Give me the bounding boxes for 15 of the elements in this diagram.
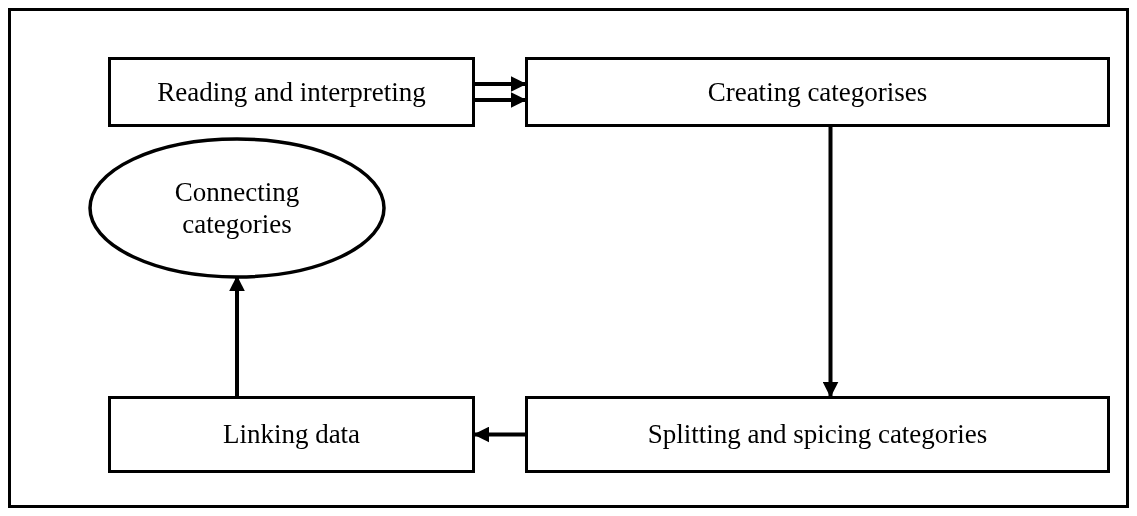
node-label: Linking data <box>222 418 361 451</box>
node-label: Reading and interpreting <box>157 75 426 109</box>
node-label: Creating categorises <box>707 75 928 109</box>
arrow <box>822 127 839 398</box>
process-box <box>108 57 475 127</box>
node-label: Splitting and spicing categories <box>647 418 988 451</box>
process-box <box>525 396 1110 473</box>
arrow <box>475 76 527 92</box>
ellipse-node <box>88 137 386 279</box>
process-box <box>525 57 1110 127</box>
arrow <box>229 275 245 396</box>
process-box <box>108 396 475 473</box>
arrow <box>473 426 525 443</box>
arrow <box>475 92 527 108</box>
node-label: Connecting categories <box>173 175 301 241</box>
